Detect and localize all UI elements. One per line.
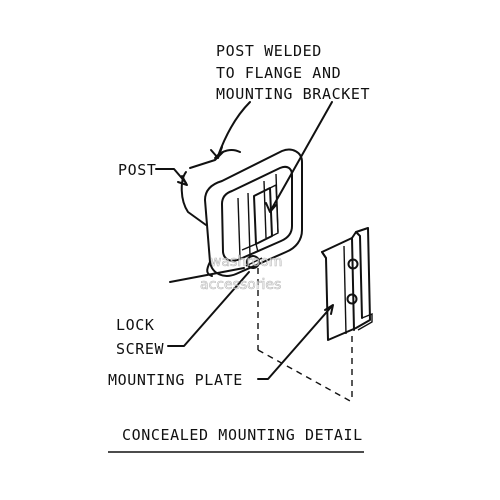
label-post-welded-line3: MOUNTING BRACKET [216,85,370,103]
lock-screw-leader [167,271,250,347]
mounting-plate-shape [321,227,373,341]
post-welded-leader [217,101,251,157]
label-post: POST [118,161,157,179]
label-post-welded-line2: TO FLANGE AND [216,64,341,82]
label-lock-line1: LOCK [116,316,155,334]
leader-lines [155,101,334,380]
watermark-line1: washroom [210,254,282,270]
label-lock-line2: SCREW [116,340,165,358]
flange-shape [204,148,303,277]
diagram-title: CONCEALED MOUNTING DETAIL [122,426,363,444]
mounting-plate-leader [257,305,333,380]
post-leader [155,168,187,184]
alignment-dashed-lines [257,268,353,403]
mounting-bracket-leader [270,101,333,211]
label-post-welded-line1: POST WELDED [216,42,322,60]
mounting-bracket-shape [237,173,279,269]
label-mounting-plate: MOUNTING PLATE [108,371,243,389]
watermark-line2: accessories [200,277,281,293]
